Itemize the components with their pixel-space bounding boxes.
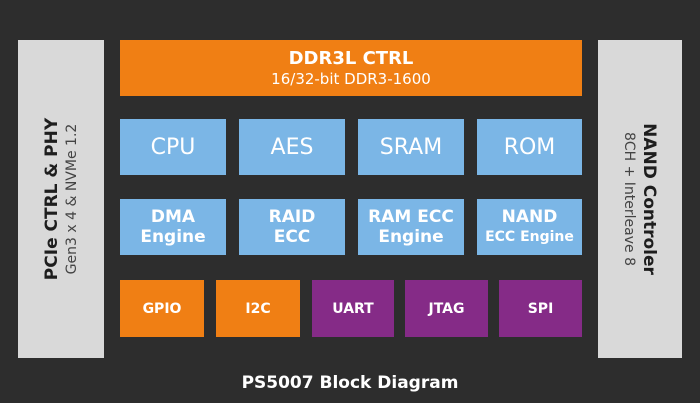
dma-engine-line1: DMA bbox=[150, 207, 196, 227]
pcie-ctrl-block: PCIe CTRL & PHY Gen3 x 4 & NVMe 1.2 bbox=[18, 40, 104, 358]
sram-block: SRAM bbox=[358, 119, 464, 175]
raid-ecc-line1: RAID bbox=[268, 207, 316, 227]
ram-ecc-engine-block: RAM ECC Engine bbox=[358, 199, 464, 255]
rom-block: ROM bbox=[477, 119, 582, 175]
ram-ecc-line1: RAM ECC bbox=[368, 207, 454, 227]
pcie-subtitle: Gen3 x 4 & NVMe 1.2 bbox=[64, 123, 80, 275]
ddr-ctrl-block: DDR3L CTRL 16/32-bit DDR3-1600 bbox=[120, 40, 582, 96]
dma-engine-line2: Engine bbox=[140, 227, 206, 247]
aes-block: AES bbox=[239, 119, 345, 175]
nand-ecc-engine-block: NAND ECC Engine bbox=[477, 199, 582, 255]
pcie-title: PCIe CTRL & PHY bbox=[42, 117, 62, 281]
ddr-title: DDR3L CTRL bbox=[288, 48, 414, 69]
dma-engine-block: DMA Engine bbox=[120, 199, 226, 255]
raid-ecc-line2: ECC bbox=[273, 227, 311, 247]
diagram-caption: PS5007 Block Diagram bbox=[241, 373, 459, 393]
nand-ecc-line1: NAND bbox=[501, 207, 558, 227]
ram-ecc-line2: Engine bbox=[378, 227, 444, 247]
nand-ecc-line2: ECC Engine bbox=[485, 229, 574, 245]
gpio-block: GPIO bbox=[120, 280, 204, 337]
jtag-block: JTAG bbox=[405, 280, 488, 337]
uart-block: UART bbox=[312, 280, 394, 337]
spi-block: SPI bbox=[499, 280, 582, 337]
nand-controller-block: NAND Controler 8CH + Interleave 8 bbox=[598, 40, 682, 358]
nand-controller-subtitle: 8CH + Interleave 8 bbox=[621, 131, 637, 267]
raid-ecc-block: RAID ECC bbox=[239, 199, 345, 255]
ddr-subtitle: 16/32-bit DDR3-1600 bbox=[271, 70, 431, 88]
nand-controller-title: NAND Controler bbox=[639, 123, 659, 275]
cpu-block: CPU bbox=[120, 119, 226, 175]
i2c-block: I2C bbox=[216, 280, 300, 337]
